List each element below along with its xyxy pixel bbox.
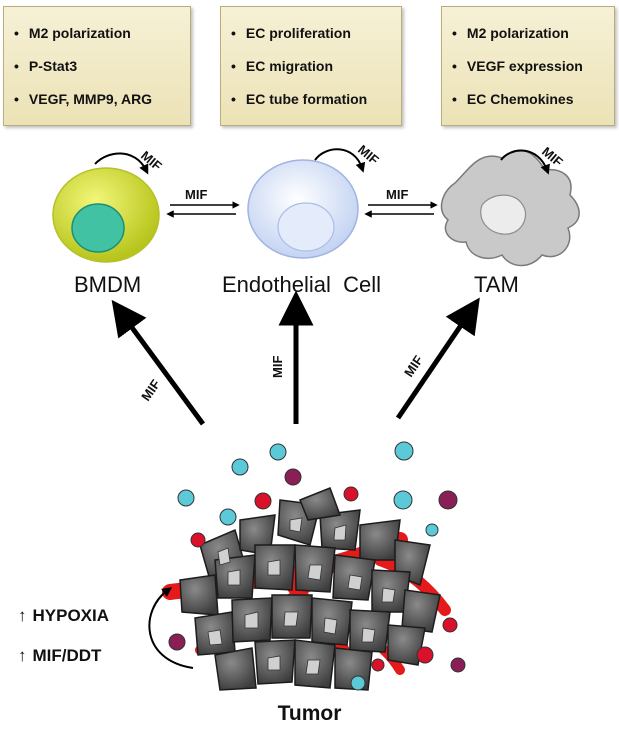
endothelial-tam-exchange-arrows bbox=[364, 201, 438, 218]
mif-ddt-annotation: ↑ MIF/DDT bbox=[18, 646, 101, 666]
endothelial-effects-box: EC proliferation EC migration EC tube fo… bbox=[220, 6, 402, 126]
endothelial-effect-item: EC tube formation bbox=[231, 83, 401, 116]
mif-label: MIF bbox=[355, 142, 382, 168]
secreted-factor-dots bbox=[168, 441, 466, 691]
tam-label: TAM bbox=[474, 272, 519, 297]
bmdm-effects-box: M2 polarization P-Stat3 VEGF, MMP9, ARG bbox=[3, 6, 191, 126]
mif-label: MIF bbox=[138, 148, 165, 174]
bmdm-endothelial-exchange-arrows bbox=[166, 201, 240, 218]
bmdm-cell bbox=[52, 167, 160, 263]
mif-label: MIF bbox=[386, 187, 408, 202]
bmdm-effect-item: M2 polarization bbox=[14, 17, 190, 50]
mif-label: MIF bbox=[270, 356, 285, 378]
tumor-to-tam-arrow bbox=[395, 297, 480, 420]
endothelial-cell bbox=[247, 159, 359, 259]
tam-effect-item: EC Chemokines bbox=[452, 83, 614, 116]
endothelial-effect-item: EC proliferation bbox=[231, 17, 401, 50]
mif-ddt-text: MIF/DDT bbox=[32, 646, 102, 665]
bmdm-effect-item: VEGF, MMP9, ARG bbox=[14, 83, 190, 116]
tam-cell bbox=[440, 149, 580, 267]
tumor-to-bmdm-arrow bbox=[111, 299, 206, 426]
hypoxia-feedback-arrow bbox=[148, 587, 194, 669]
bmdm-effect-item: P-Stat3 bbox=[14, 50, 190, 83]
tam-effect-item: VEGF expression bbox=[452, 50, 614, 83]
tam-effect-item: M2 polarization bbox=[452, 17, 614, 50]
bmdm-autocrine-arrow bbox=[94, 152, 149, 175]
up-arrow-icon: ↑ bbox=[18, 606, 27, 625]
hypoxia-text: HYPOXIA bbox=[32, 606, 110, 625]
tumor-label: Tumor bbox=[277, 702, 342, 725]
hypoxia-annotation: ↑ HYPOXIA bbox=[18, 606, 109, 626]
mif-label: MIF bbox=[401, 353, 426, 380]
tumor-cell-nuclei bbox=[207, 517, 396, 675]
up-arrow-icon: ↑ bbox=[18, 646, 27, 665]
endothelial-cell-label: Endothelial Cell bbox=[222, 272, 381, 297]
endothelial-autocrine-arrow bbox=[314, 148, 366, 173]
tam-autocrine-arrow bbox=[500, 149, 550, 175]
tam-effects-box: M2 polarization VEGF expression EC Chemo… bbox=[441, 6, 615, 126]
bmdm-label: BMDM bbox=[74, 272, 142, 297]
endothelial-effect-item: EC migration bbox=[231, 50, 401, 83]
mif-label: MIF bbox=[138, 377, 163, 404]
mif-label: MIF bbox=[185, 187, 207, 202]
